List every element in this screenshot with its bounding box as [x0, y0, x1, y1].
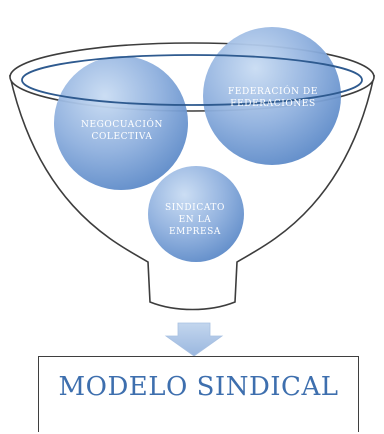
down-arrow-icon — [164, 322, 224, 357]
bubble-label-line: EMPRESA — [168, 227, 222, 237]
bubble-label-line: COLECTIVA — [91, 132, 153, 142]
output-title: MODELO SINDICAL — [58, 372, 339, 402]
bubble-sindicato — [148, 166, 244, 262]
funnel-rim-inner — [21, 54, 363, 106]
bubble-label-line: NEGOCUACIÓN — [80, 120, 163, 130]
bubble-label-federacion: FEDERACIÓN DE FEDERACIONES — [218, 86, 328, 110]
bubble-label-line: EN LA — [178, 215, 212, 225]
bubble-negociacion — [54, 56, 188, 190]
bubble-label-negociacion: NEGOCUACIÓN COLECTIVA — [72, 119, 172, 143]
bubble-label-line: FEDERACIONES — [230, 99, 316, 109]
bubble-label-line: FEDERACIÓN DE — [227, 87, 319, 97]
bubble-label-sindicato: SINDICATO EN LA EMPRESA — [155, 202, 235, 238]
output-box — [38, 356, 359, 432]
bubble-label-line: SINDICATO — [164, 203, 226, 213]
